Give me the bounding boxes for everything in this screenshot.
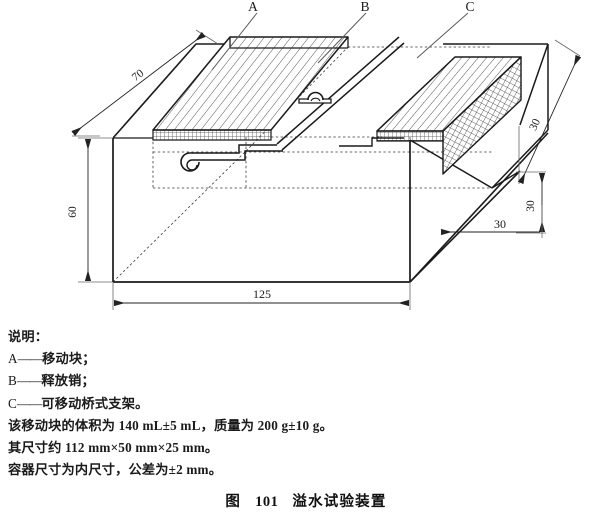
bridge-support-c [376,56,522,175]
legend-item-b: B——释放销； [8,374,528,387]
figure-caption: 图 101 溢水试验装置 [0,490,612,511]
release-pin-b [298,91,332,104]
legend-item-a-tag: A [8,351,18,367]
release-mechanism [180,36,405,172]
dim-flap-horizontal-right: 30 [441,205,543,238]
dim-height-left: 60 [67,137,112,283]
dim-width-bottom: 125 [112,282,411,310]
callout-c-label: C [465,0,474,14]
technical-drawing: A B C 70 60 125 [67,0,582,310]
caption-title: 溢水试验装置 [292,494,387,510]
legend-item-b-tag: B [8,373,17,389]
legend-heading: 说明： [8,329,49,344]
legend-item-a: A——移动块； [8,352,528,365]
dim-flap-horizontal-right-label: 30 [494,217,506,231]
legend-item-c-text: 可移动桥式支架。 [41,395,149,411]
dim-depth-top-label: 70 [130,67,147,84]
legend-note-volume: 该移动块的体积为 140 mL±5 mL，质量为 200 g±10 g。 [8,417,333,433]
caption-number: 101 [255,494,279,510]
legend-item-b-dashes: —— [17,373,42,389]
dim-width-bottom-label: 125 [253,287,271,301]
legend-item-b-text: 释放销； [41,373,95,389]
caption-prefix: 图 [225,494,242,510]
legend-item-c-tag: C [8,395,17,411]
callout-leaders [211,12,469,71]
callout-b-label: B [360,0,369,14]
dim-height-left-label: 60 [67,206,79,218]
dim-flap-upper-right: 30 [517,39,582,185]
legend-item-a-dashes: —— [17,351,43,367]
dim-flap-vertical-right: 30 [516,171,546,234]
legend-item-c-dashes: —— [17,395,42,411]
dim-flap-upper-right-label: 30 [527,117,543,133]
legend-note-tolerance: 容器尺寸为内尺寸，公差为±2 mm。 [8,462,223,478]
legend-note-size: 其尺寸约 112 mm×50 mm×25 mm。 [8,440,219,456]
callout-a-label: A [248,0,258,14]
legend: 说明： A——移动块； B——释放销； C——可移动桥式支架。 该移动块的体积为… [8,330,528,485]
legend-item-a-text: 移动块； [42,351,96,367]
dim-flap-vertical-right-label: 30 [525,200,537,212]
moving-block-a [152,36,349,141]
legend-item-c: C——可移动桥式支架。 [8,397,528,410]
